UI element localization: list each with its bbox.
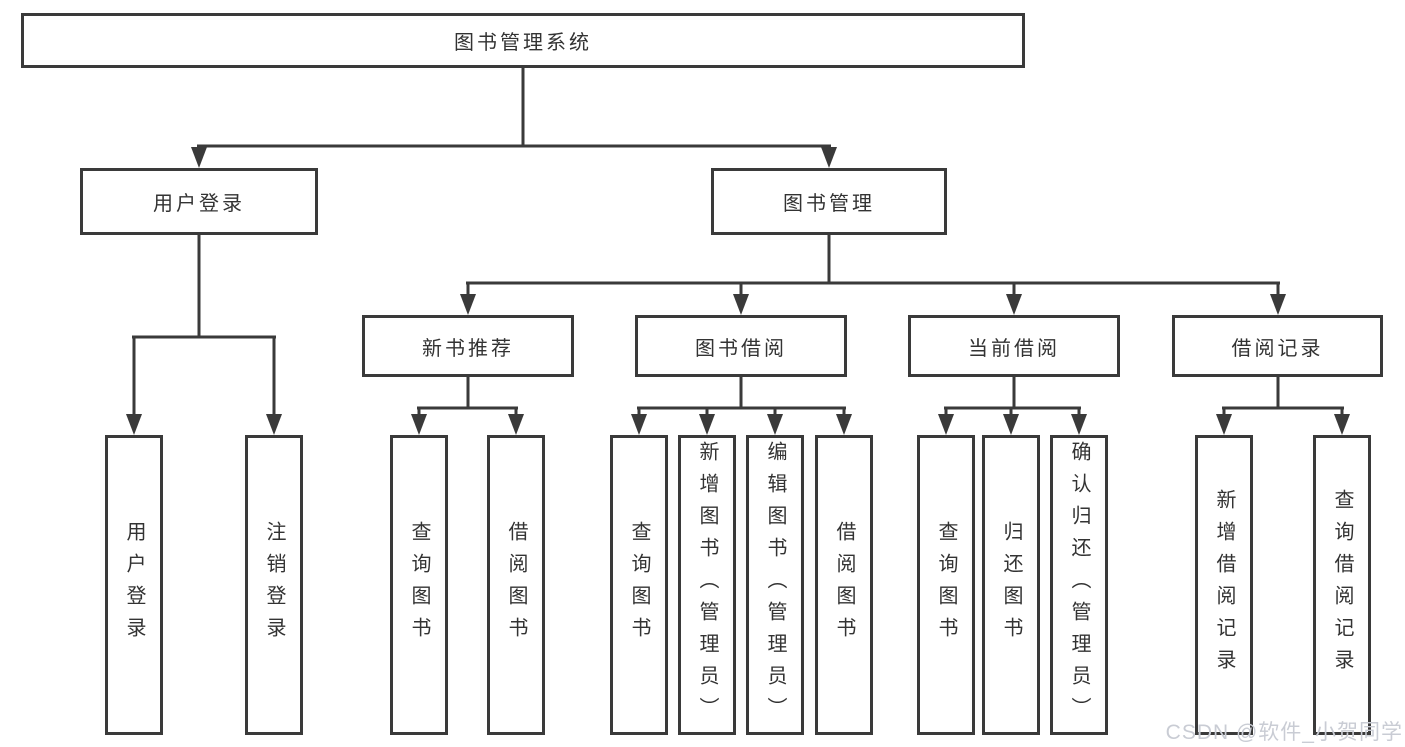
leaf-query-borrow-record: 查询借阅记录 <box>1313 435 1371 735</box>
leaf-label: 借阅图书 <box>505 521 527 649</box>
node-book-management: 图书管理 <box>711 168 947 235</box>
leaf-return-book: 归还图书 <box>982 435 1040 735</box>
node-new-book-recommend: 新书推荐 <box>362 315 574 377</box>
leaf-borrow-books-recommend: 借阅图书 <box>487 435 545 735</box>
leaf-label: 查询图书 <box>935 521 957 649</box>
leaf-borrow-books: 借阅图书 <box>815 435 873 735</box>
leaf-logout: 注销登录 <box>245 435 303 735</box>
node-borrowing-records: 借阅记录 <box>1172 315 1383 377</box>
leaf-label: 新增借阅记录 <box>1213 489 1235 681</box>
leaf-query-books-borrow: 查询图书 <box>610 435 668 735</box>
leaf-label: 注销登录 <box>263 521 285 649</box>
node-current-borrowing: 当前借阅 <box>908 315 1120 377</box>
node-book-borrowing: 图书借阅 <box>635 315 847 377</box>
leaf-add-book-admin: 新增图书（管理员） <box>678 435 736 735</box>
leaf-add-borrow-record: 新增借阅记录 <box>1195 435 1253 735</box>
leaf-label: 用户登录 <box>123 521 145 649</box>
leaf-user-login: 用户登录 <box>105 435 163 735</box>
watermark: CSDN @软件_小贺同学 <box>1165 721 1403 744</box>
node-library-management-system: 图书管理系统 <box>21 13 1025 68</box>
leaf-label: 查询图书 <box>408 521 430 649</box>
leaf-label: 查询图书 <box>628 521 650 649</box>
leaf-label: 查询借阅记录 <box>1331 489 1353 681</box>
arrowheads <box>126 147 1350 435</box>
leaf-label: 借阅图书 <box>833 521 855 649</box>
leaf-query-books-current: 查询图书 <box>917 435 975 735</box>
leaf-query-books-recommend: 查询图书 <box>390 435 448 735</box>
leaf-label: 确认归还（管理员） <box>1068 441 1090 729</box>
leaf-label: 新增图书（管理员） <box>696 441 718 729</box>
leaf-label: 编辑图书（管理员） <box>764 441 786 729</box>
leaf-edit-book-admin: 编辑图书（管理员） <box>746 435 804 735</box>
leaf-label: 归还图书 <box>1000 521 1022 649</box>
node-user-login: 用户登录 <box>80 168 318 235</box>
leaf-confirm-return-admin: 确认归还（管理员） <box>1050 435 1108 735</box>
